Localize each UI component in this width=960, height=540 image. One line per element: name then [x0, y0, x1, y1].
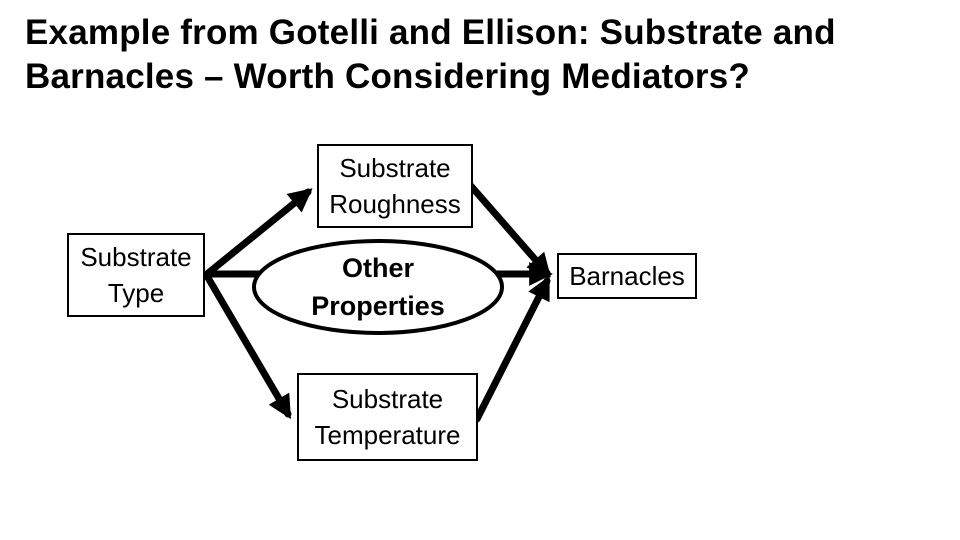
node-substrate-type-label: Substrate Type [80, 242, 192, 308]
node-substrate-temperature: Substrate Temperature [297, 373, 478, 461]
slide-title: Example from Gotelli and Ellison: Substr… [25, 11, 935, 99]
slide-title-line1: Example from Gotelli and Ellison: Substr… [25, 13, 836, 52]
arrow-roughness-to-barnacles [467, 182, 551, 278]
other-properties-ellipse [252, 239, 504, 335]
node-substrate-roughness-label: Substrate Roughness [329, 153, 461, 219]
node-barnacles-label: Barnacles [569, 261, 685, 291]
slide-title-line2: Barnacles – Worth Considering Mediators? [25, 57, 750, 96]
node-barnacles: Barnacles [557, 253, 697, 299]
node-substrate-roughness: Substrate Roughness [317, 144, 473, 228]
arrow-type-to-roughness [203, 188, 313, 278]
node-substrate-type: Substrate Type [67, 233, 205, 317]
arrow-type-to-temperature [203, 272, 292, 420]
arrow-temperature-to-barnacles [473, 275, 551, 423]
node-other-properties: Other Properties [293, 242, 463, 332]
node-other-properties-label: Other Properties [311, 253, 445, 321]
node-substrate-temperature-label: Substrate Temperature [314, 384, 461, 450]
